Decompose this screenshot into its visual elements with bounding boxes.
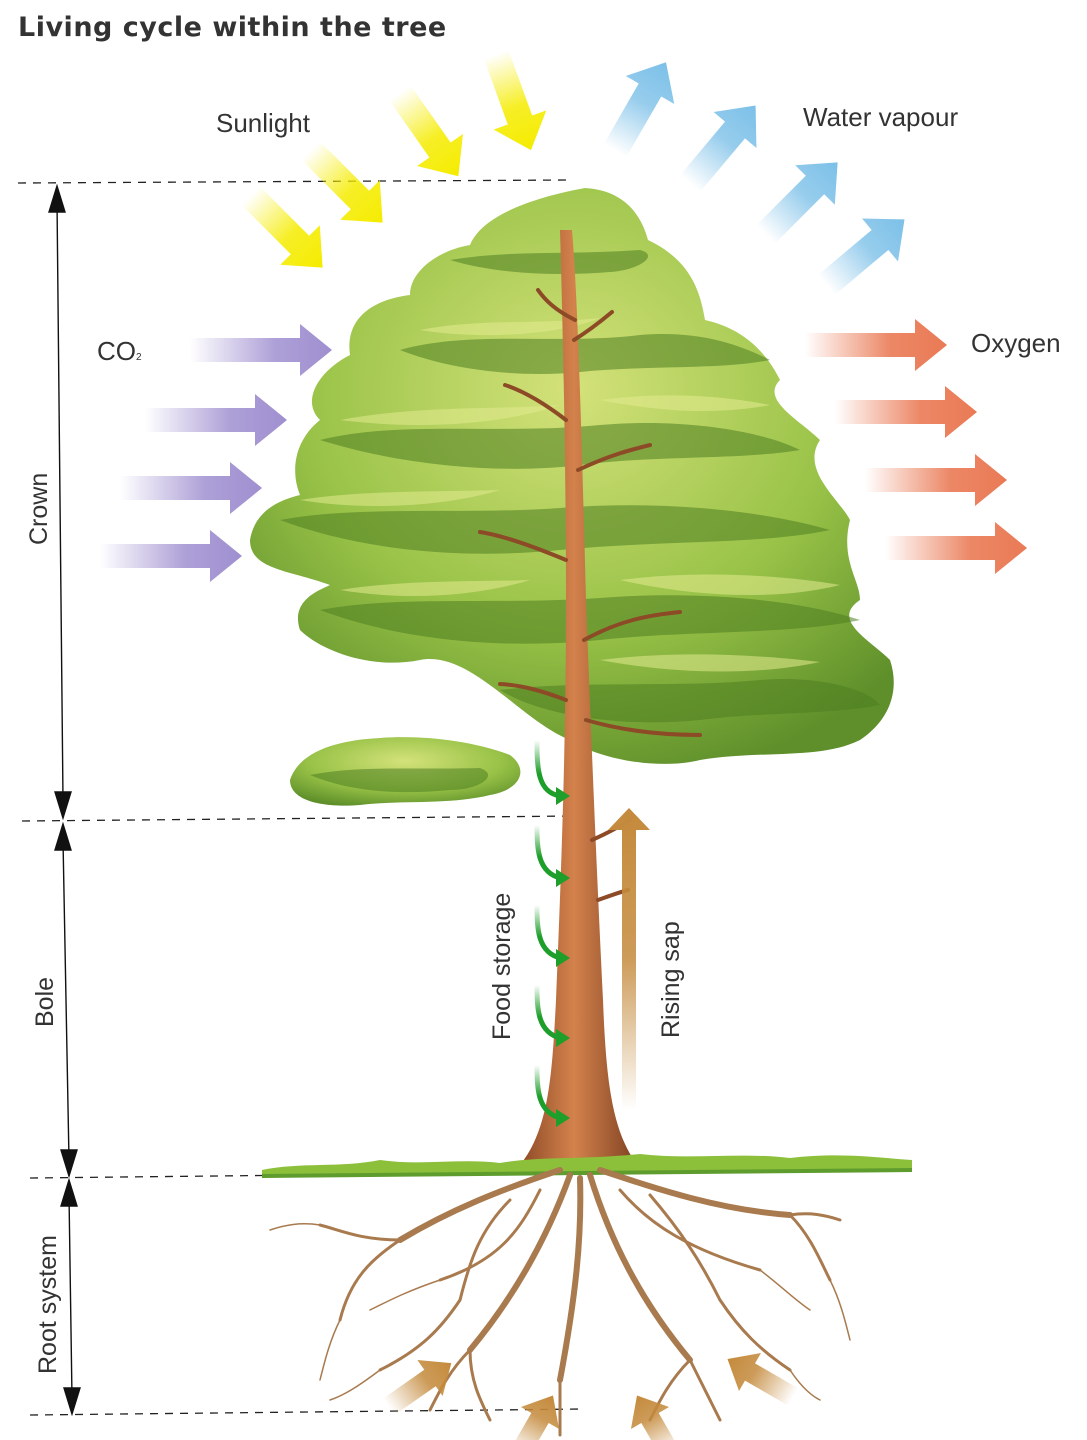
co2-label: CO2 xyxy=(97,336,142,366)
sunlight-arrow xyxy=(377,77,481,193)
rising-sap-label: Rising sap xyxy=(657,921,685,1038)
dimension-arrows xyxy=(49,186,80,1414)
ground-grass xyxy=(262,1154,912,1178)
sunlight-arrow xyxy=(231,176,343,288)
water-vapour-arrow xyxy=(746,143,858,255)
rising-sap-arrow xyxy=(608,808,650,1110)
co2-arrow xyxy=(190,324,332,376)
oxygen-arrow xyxy=(835,386,977,438)
sunlight-arrow xyxy=(291,131,403,243)
crown-top-line xyxy=(18,180,572,183)
root-dimension-arrow xyxy=(61,1180,80,1414)
oxygen-arrow xyxy=(865,454,1007,506)
root-intake-arrow xyxy=(618,1384,689,1440)
root-system-label: Root system xyxy=(34,1235,62,1374)
co2-arrow xyxy=(100,530,242,582)
root-bottom-line xyxy=(30,1409,585,1415)
oxygen-arrow xyxy=(885,522,1027,574)
crown-label: Crown xyxy=(25,473,53,545)
co2-label-subscript: 2 xyxy=(136,352,142,363)
water-vapour-label: Water vapour xyxy=(803,102,958,132)
food-storage-label: Food storage xyxy=(488,893,516,1040)
root-system xyxy=(270,1170,850,1435)
root-intake-arrow xyxy=(716,1340,804,1416)
co2-arrow xyxy=(120,462,262,514)
root-intake-arrow xyxy=(376,1345,463,1425)
co2-label-main: CO xyxy=(97,336,136,366)
water-vapour-arrow xyxy=(808,198,922,306)
crown-bottom-line xyxy=(22,816,578,821)
water-vapour-arrow xyxy=(669,87,777,201)
water-vapour-arrow xyxy=(591,48,690,164)
root-intake-arrows xyxy=(376,1340,804,1440)
sunlight-label: Sunlight xyxy=(216,108,311,138)
oxygen-arrow xyxy=(805,319,947,371)
oxygen-label: Oxygen xyxy=(971,328,1061,358)
bole-label: Bole xyxy=(31,977,59,1027)
co2-arrow xyxy=(145,394,287,446)
sunlight-arrow xyxy=(470,45,558,160)
